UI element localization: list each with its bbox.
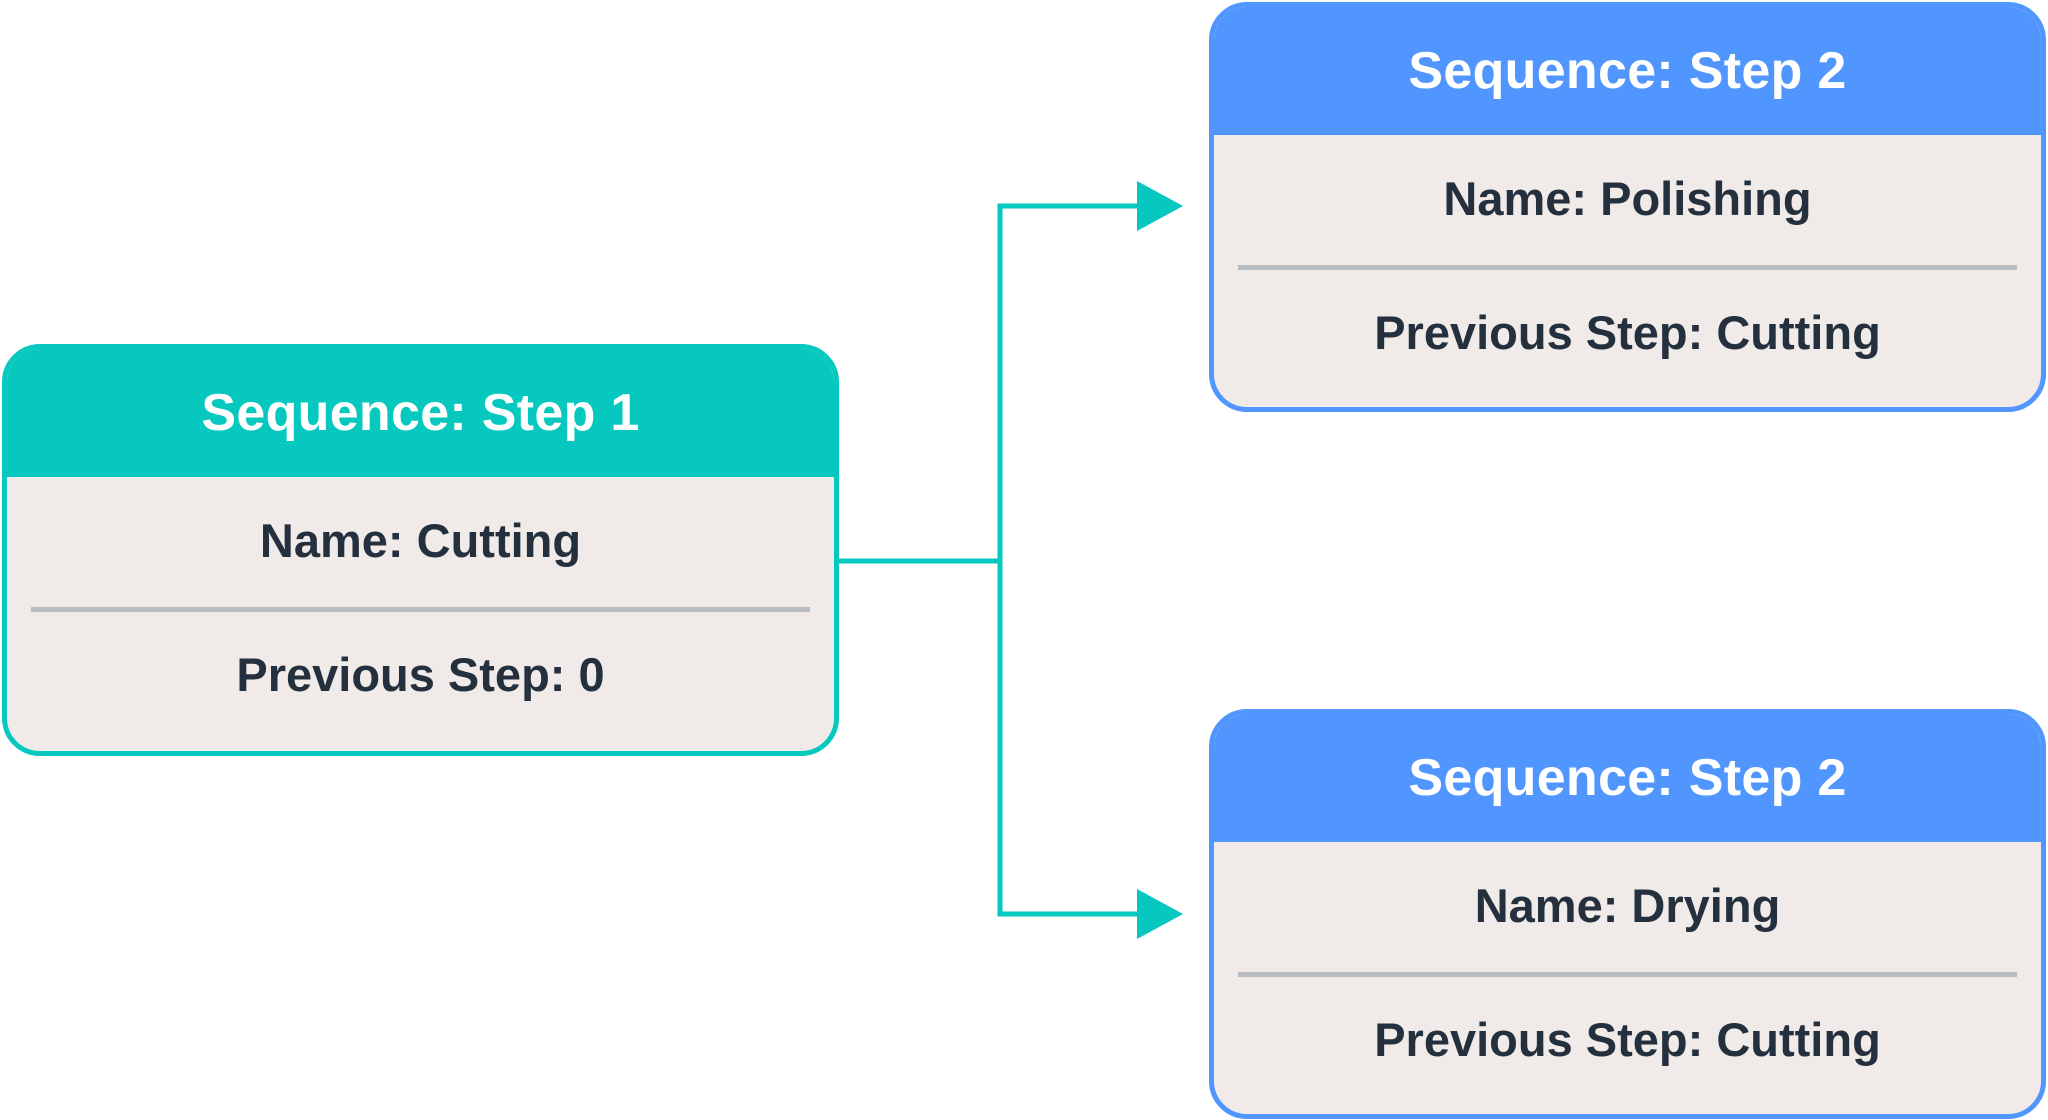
arrowhead-drying-icon	[1137, 889, 1183, 939]
node-step-2-polishing-previous: Previous Step: Cutting	[1374, 306, 1881, 359]
node-step-1-cutting: Sequence: Step 1 Name: Cutting Previous …	[2, 344, 839, 756]
node-step-2-drying-divider	[1238, 972, 2017, 977]
connector-path-drying	[997, 561, 1140, 917]
edge-step1-to-polishing	[839, 181, 1183, 564]
node-step-1-divider	[31, 607, 810, 612]
arrowhead-polishing-icon	[1137, 181, 1183, 231]
node-step-2-polishing-name: Name: Polishing	[1443, 172, 1812, 225]
node-step-2-polishing-body: Name: Polishing Previous Step: Cutting	[1214, 135, 2041, 407]
node-step-2-drying-previous: Previous Step: Cutting	[1374, 1013, 1881, 1066]
node-step-1-header: Sequence: Step 1	[7, 349, 834, 477]
node-step-2-polishing-header: Sequence: Step 2	[1214, 7, 2041, 135]
node-step-2-drying-name: Name: Drying	[1474, 879, 1781, 932]
node-step-2-drying-body: Name: Drying Previous Step: Cutting	[1214, 842, 2041, 1114]
connector-path-polishing	[839, 203, 1140, 564]
node-step-1-name: Name: Cutting	[259, 514, 582, 567]
node-step-2-drying-header: Sequence: Step 2	[1214, 714, 2041, 842]
node-step-1-previous: Previous Step: 0	[236, 648, 605, 701]
edge-step1-to-drying	[997, 561, 1183, 939]
node-step-2-drying: Sequence: Step 2 Name: Drying Previous S…	[1209, 709, 2046, 1119]
node-step-2-polishing: Sequence: Step 2 Name: Polishing Previou…	[1209, 2, 2046, 412]
node-step-1-body: Name: Cutting Previous Step: 0	[7, 477, 834, 751]
node-step-2-polishing-divider	[1238, 265, 2017, 270]
